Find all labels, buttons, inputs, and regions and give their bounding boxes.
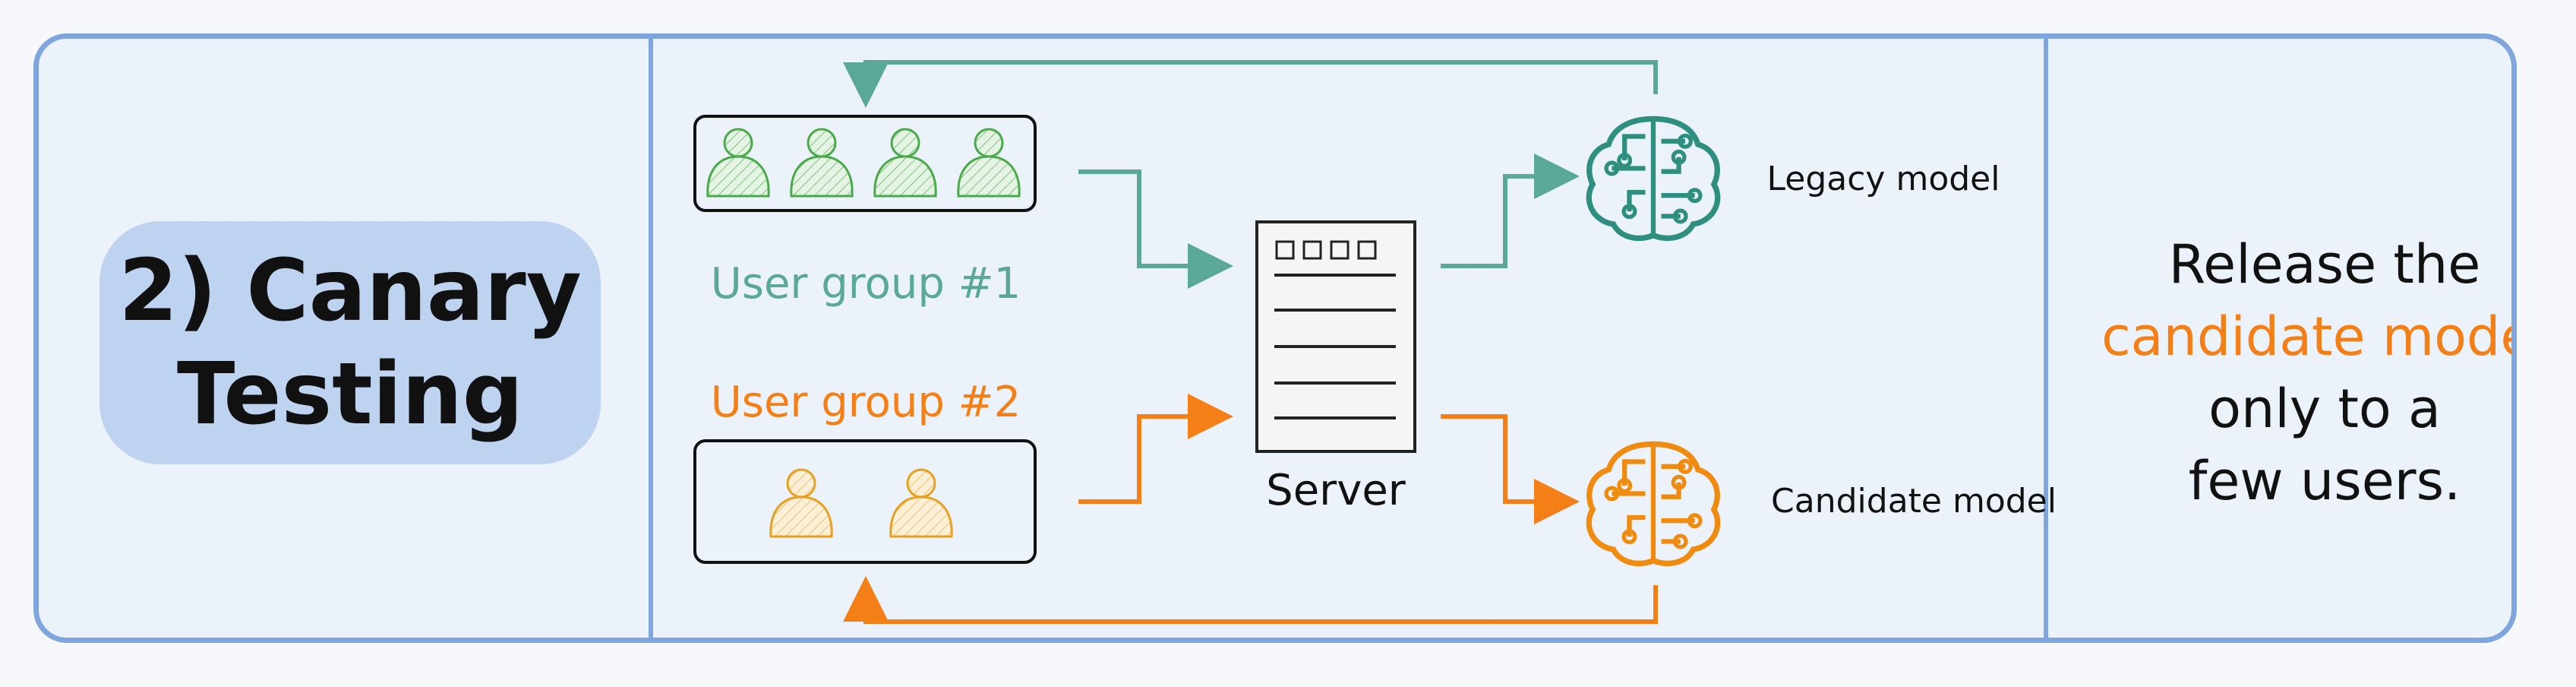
server-icon xyxy=(1255,220,1416,453)
stage-title-line1: 2) Canary xyxy=(118,242,582,340)
stage-title-line2: Testing xyxy=(177,345,523,444)
legacy-model-brain-icon xyxy=(1589,119,1717,238)
user-group-1-users xyxy=(706,128,1021,198)
user-icon xyxy=(957,128,1021,198)
right-divider xyxy=(2044,39,2048,638)
legacy-model-label: Legacy model xyxy=(1767,160,2000,198)
candidate-model-brain-icon xyxy=(1589,444,1717,563)
description-line1: Release the xyxy=(2168,233,2481,296)
arrow-group2-to-server xyxy=(1078,394,1233,504)
arrow-candidate-to-group2 xyxy=(843,576,1658,624)
user-group-2-label: User group #2 xyxy=(711,378,1021,427)
description-line3: only to a xyxy=(2208,378,2441,440)
candidate-model-label: Candidate model xyxy=(1771,482,2057,521)
user-icon xyxy=(769,468,833,538)
arrow-server-to-legacy xyxy=(1441,154,1580,268)
diagram-frame: 2) Canary Testing Release the candidate … xyxy=(33,33,2517,643)
description-highlight: candidate model xyxy=(2101,306,2517,368)
user-group-2-box xyxy=(693,439,1037,564)
user-icon xyxy=(873,128,937,198)
user-group-1-box xyxy=(693,115,1037,212)
description-line4: few users. xyxy=(2188,450,2461,512)
user-icon xyxy=(706,128,770,198)
user-icon xyxy=(889,468,953,538)
stage-title-pill: 2) Canary Testing xyxy=(99,221,601,464)
server-label: Server xyxy=(1266,466,1406,515)
arrow-legacy-to-group1 xyxy=(843,60,1658,108)
arrow-server-to-candidate xyxy=(1441,414,1580,524)
user-icon xyxy=(790,128,854,198)
arrow-group1-to-server xyxy=(1078,169,1233,289)
description: Release the candidate model only to a fe… xyxy=(2059,229,2517,518)
left-divider xyxy=(649,39,653,638)
user-group-2-users xyxy=(769,468,953,538)
user-group-1-label: User group #1 xyxy=(711,259,1021,309)
